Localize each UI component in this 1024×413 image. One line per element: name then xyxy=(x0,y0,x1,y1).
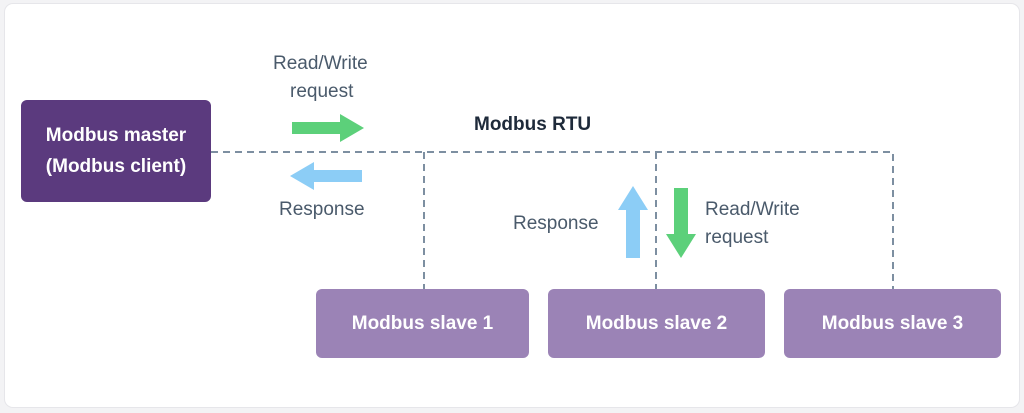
top-request-line2: request xyxy=(290,81,354,102)
slave-request-line1: Read/Write xyxy=(705,199,800,220)
modbus-slave-3-box: Modbus slave 3 xyxy=(784,289,1001,358)
master-label-line2: (Modbus client) xyxy=(45,156,187,177)
top-request-label: Read/Write request xyxy=(273,50,368,106)
top-request-line1: Read/Write xyxy=(273,53,368,74)
slave-response-label: Response xyxy=(513,213,599,234)
master-label-line1: Modbus master xyxy=(45,125,187,146)
bus-label: Modbus RTU xyxy=(474,114,592,135)
slave-request-label: Read/Write request xyxy=(705,196,800,252)
modbus-slave-2-box: Modbus slave 2 xyxy=(548,289,765,358)
top-response-label: Response xyxy=(279,199,365,220)
modbus-slave-1-box: Modbus slave 1 xyxy=(316,289,529,358)
request-arrow-right xyxy=(292,114,364,142)
bus-line xyxy=(211,151,894,289)
request-arrow-down xyxy=(666,188,696,258)
response-arrow-up xyxy=(618,186,648,258)
slave-request-line2: request xyxy=(705,227,769,248)
modbus-master-box: Modbus master (Modbus client) xyxy=(21,100,211,202)
response-arrow-left xyxy=(290,162,362,190)
